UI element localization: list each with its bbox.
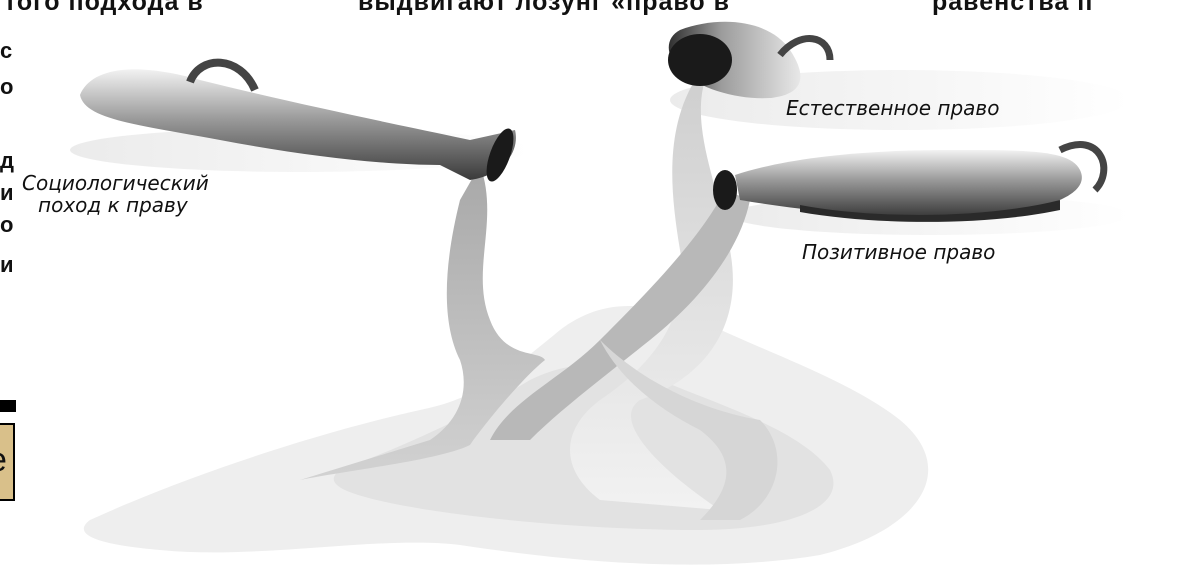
left-text-fragment: и [0,180,14,205]
left-text-fragment: и [0,252,14,277]
caption-sociological: Социологический поход к праву [22,172,209,216]
liquid-stream-natural [570,80,733,510]
top-text-fragment: того подхода в [4,0,204,16]
jug-positive-law [713,141,1108,222]
caption-line: Социологический [22,171,209,195]
caption-positive-law: Позитивное право [802,240,996,264]
left-text-fragment: с [0,38,13,63]
partial-button[interactable]: e [0,423,15,501]
liquid-stream-sociological [300,165,545,480]
top-text-line: того подхода в выдвигают лозунг «право в… [0,0,1194,18]
jug-natural-law [668,21,834,99]
liquid-stream-positive [600,340,778,520]
black-marker [0,400,16,412]
caption-natural-law: Естественное право [786,96,1000,120]
top-text-fragment: равенства п [932,0,1094,16]
left-text-fragment: д [0,148,14,173]
liquid-stream-positive [490,190,750,440]
partial-button-label: e [0,441,7,480]
left-text-fragment: о [0,74,14,99]
top-text-fragment: выдвигают лозунг «право в [358,0,731,16]
left-text-fragment: о [0,212,14,237]
jug-sociological [80,58,516,182]
caption-line: поход к праву [38,193,188,217]
